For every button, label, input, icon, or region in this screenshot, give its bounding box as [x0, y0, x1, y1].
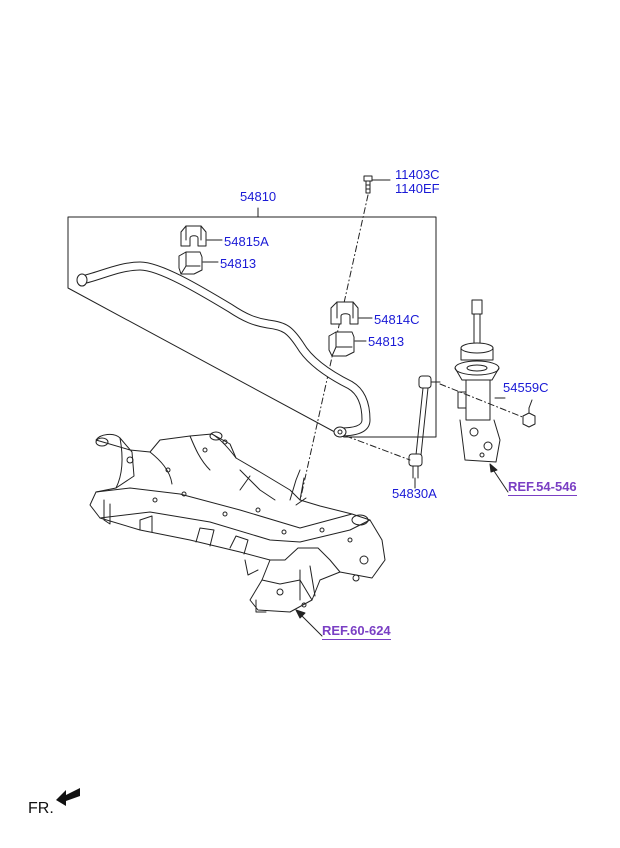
label-1140ef[interactable]: 1140EF	[395, 181, 440, 196]
bushing-54813-top	[178, 251, 219, 275]
strut-assembly	[454, 299, 506, 463]
label-54830a[interactable]: 54830A	[392, 486, 437, 501]
ref-60-624-arrowhead	[295, 609, 306, 619]
label-11403c[interactable]: 11403C	[395, 167, 440, 182]
label-54813-top[interactable]: 54813	[220, 256, 257, 271]
link-centerline-lower	[345, 435, 411, 461]
arrow-front-icon	[56, 788, 80, 806]
nut-54559c	[522, 399, 536, 428]
label-54813-right[interactable]: 54813	[368, 334, 405, 349]
ref-strut-link[interactable]: REF.54-546	[508, 479, 577, 496]
bushing-54813-right	[328, 331, 367, 357]
bolt-11403c	[363, 175, 391, 194]
stabilizer-group-bracket	[67, 207, 437, 438]
bracket-54814c	[330, 301, 373, 325]
label-54815a[interactable]: 54815A	[224, 234, 269, 249]
stabilizer-link-54830a	[408, 375, 441, 479]
front-subframe	[89, 431, 386, 613]
front-orientation-label: FR.	[28, 800, 54, 817]
ref-54-546-leader	[491, 467, 509, 493]
bracket-54815a	[180, 225, 223, 247]
ref-subframe-link[interactable]: REF.60-624	[322, 623, 391, 640]
label-54814c[interactable]: 54814C	[374, 312, 420, 327]
stabilizer-bar	[76, 261, 371, 438]
link-centerline-upper	[439, 383, 531, 421]
ref-54-546-arrowhead	[489, 463, 498, 473]
label-54810[interactable]: 54810	[240, 189, 277, 204]
label-54559c[interactable]: 54559C	[503, 380, 549, 395]
